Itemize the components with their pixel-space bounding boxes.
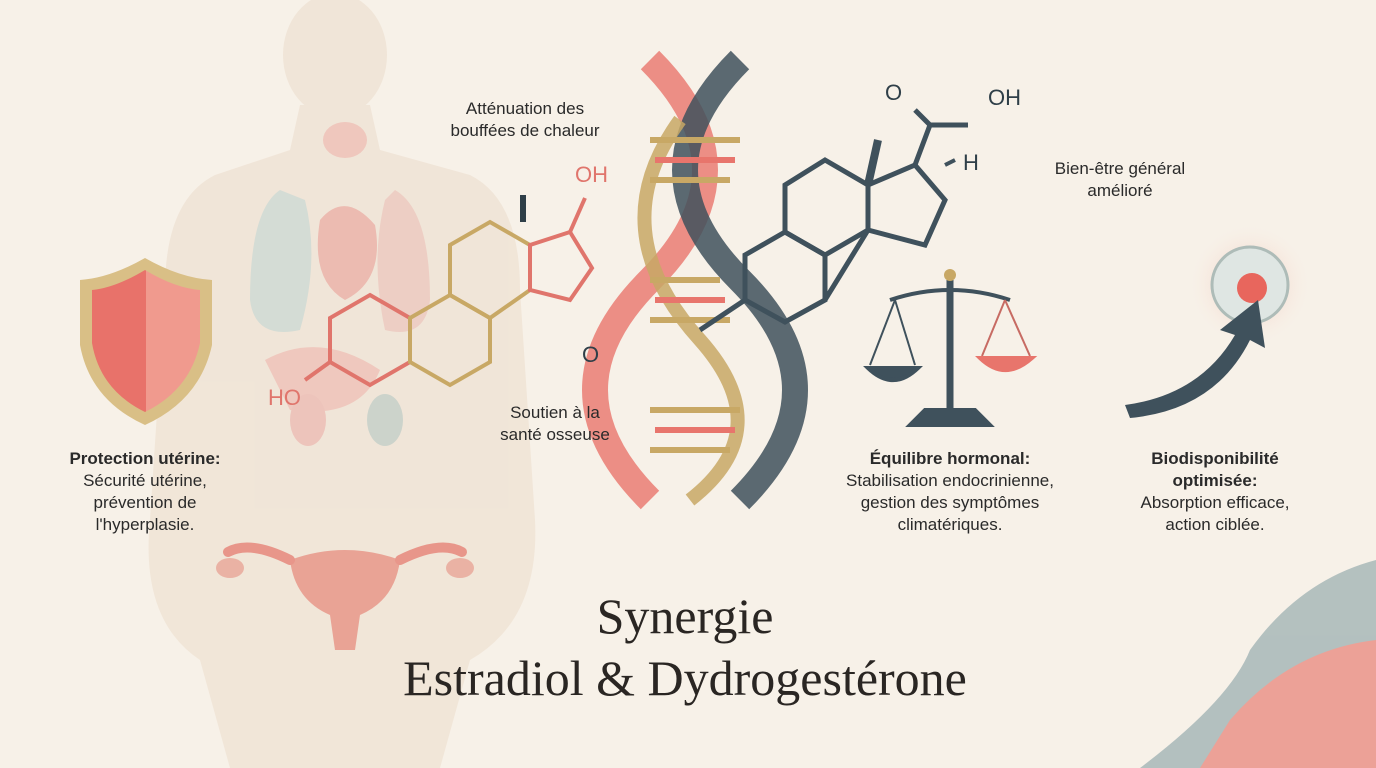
title-line-2: Estradiol & Dydrogestérone: [403, 650, 967, 706]
title-line-1: Synergie: [596, 588, 774, 644]
dydrogesterone-molecule-icon: [698, 108, 968, 333]
benefit-uterine: Protection utérine: Sécurité utérine, pr…: [45, 448, 245, 536]
balance-scale-icon: [863, 269, 1038, 427]
corner-wave-decoration: [1140, 560, 1376, 768]
dna-helix-icon: [582, 50, 808, 510]
estradiol-ho-label: HO: [268, 385, 301, 410]
uterus-icon: [216, 542, 474, 650]
hot-flashes-label: Atténuation des bouffées de chaleur: [450, 99, 600, 140]
wellbeing-label: Bien-être général amélioré: [1054, 159, 1186, 200]
dydro-oh-label: OH: [988, 85, 1021, 110]
benefit-hormonal-heading: Équilibre hormonal:: [869, 449, 1031, 468]
benefit-bioavailability-heading-2: optimisée:: [1172, 471, 1258, 490]
benefit-bioavailability-heading-1: Biodisponibilité: [1151, 449, 1279, 468]
shield-icon: [80, 258, 212, 425]
benefit-hormonal: Équilibre hormonal: Stabilisation endocr…: [820, 448, 1080, 536]
curved-arrow-icon: [1125, 300, 1265, 418]
cell-icon: [1188, 223, 1312, 347]
benefit-bioavailability: Biodisponibilité optimisée: Absorption e…: [1115, 448, 1315, 536]
estradiol-oh-label: OH: [575, 162, 608, 187]
dydro-o-top-label: O: [885, 80, 903, 105]
body-silhouette-icon: [148, 0, 536, 768]
page-title: Synergie Estradiol & Dydrogestérone: [240, 585, 1130, 709]
dydro-h-label: H: [963, 150, 979, 175]
dydro-o-left-label: O: [582, 342, 600, 367]
estradiol-molecule-icon: [303, 195, 595, 388]
bone-health-label: Soutien à la santé osseuse: [500, 403, 610, 444]
benefit-uterine-heading: Protection utérine:: [69, 449, 221, 468]
